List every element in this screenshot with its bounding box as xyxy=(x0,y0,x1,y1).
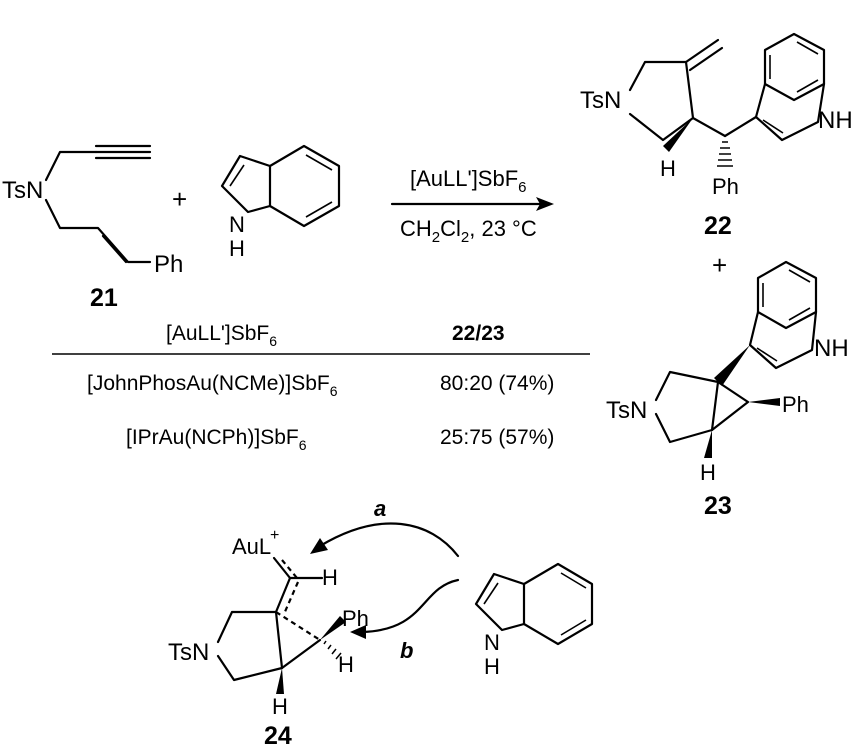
indole-pyrrole-double xyxy=(229,164,245,187)
wedge-h-22 xyxy=(663,118,693,152)
atom-h-24a: H xyxy=(322,565,338,590)
atom-nh-22: NH xyxy=(818,107,853,134)
indole-22-arom-1 xyxy=(796,41,819,55)
indole-23-pyrrole xyxy=(748,310,818,370)
bond-au-c xyxy=(272,556,292,580)
pyrrolidine-ring-23 xyxy=(654,370,720,444)
atom-n-indole: N xyxy=(229,212,245,237)
indole-mech-pyrrole-double xyxy=(483,582,499,605)
atom-h-24c: H xyxy=(272,694,288,719)
atom-tsn-21: TsN xyxy=(2,177,43,204)
exo-methylene-b xyxy=(688,46,724,72)
indole-mech-arom-2 xyxy=(560,619,587,636)
compound-23: NH TsN Ph H 23 xyxy=(606,260,849,520)
atom-h-24b: H xyxy=(338,652,354,677)
bond-au-c-partial xyxy=(281,559,298,579)
indole-mech-benzene xyxy=(522,562,594,646)
bond-22-indole xyxy=(723,115,758,138)
indole-mech-arom-1 xyxy=(560,572,587,589)
cyclopropane-partial-24 xyxy=(275,611,321,641)
path-label-a: a xyxy=(374,496,386,521)
bond-21-alkene-double xyxy=(101,234,128,264)
pyrrolidine-ring-22 xyxy=(628,60,695,142)
charge-plus-24: + xyxy=(270,527,279,544)
atom-h-mech: H xyxy=(484,654,500,679)
label-21: 21 xyxy=(90,284,118,312)
wedge-h-24 xyxy=(276,668,284,694)
atom-aul-24: AuL xyxy=(232,534,271,559)
table-header-ratio: 22/23 xyxy=(452,322,505,345)
plus-sign-1: + xyxy=(172,184,187,214)
hash-bond-ph-22 xyxy=(717,141,733,167)
bond-22-ch xyxy=(691,116,727,138)
hash-bond-h-24 xyxy=(323,640,342,660)
bond-21-propargyl xyxy=(44,150,98,182)
atom-ph-21: Ph xyxy=(154,251,183,278)
intermediate-24: AuL + H TsN Ph H H 24 xyxy=(168,527,369,749)
table-row-1-catalyst: [JohnPhosAu(NCMe)]SbF6 xyxy=(87,372,338,399)
indole-23-arom-1 xyxy=(788,269,811,283)
arrow-head xyxy=(536,197,554,211)
atom-nh-23: NH xyxy=(814,335,849,362)
mechanism-arrows: a b xyxy=(310,496,460,663)
bond-carbene-c xyxy=(274,576,292,614)
table-row-2-ratio: 25:75 (57%) xyxy=(440,426,554,449)
wedge-h-23 xyxy=(704,430,712,458)
reagent-catalyst: [AuLL']SbF6 xyxy=(410,166,527,196)
arrow-path-a xyxy=(318,522,460,558)
indole-benzene-ring xyxy=(268,144,341,228)
indole-22-arom-2 xyxy=(796,79,819,93)
indole-reactant: N H xyxy=(220,144,341,261)
plus-sign-2: + xyxy=(712,250,727,280)
compound-22: TsN H Ph NH 22 xyxy=(580,32,853,240)
arrow-head-b xyxy=(350,625,366,639)
indole-23-pyrrole-double xyxy=(756,347,778,362)
table-row-1-ratio: 80:20 (74%) xyxy=(440,372,554,395)
reaction-arrow: [AuLL']SbF6 CH2Cl2, 23 °C xyxy=(390,166,554,246)
atom-ph-22: Ph xyxy=(712,174,739,199)
indole-mech-pyrrole xyxy=(474,572,526,632)
wedge-ch2-23 xyxy=(714,345,750,386)
atom-h-22: H xyxy=(660,156,676,181)
label-23: 23 xyxy=(704,492,732,520)
atom-tsn-24: TsN xyxy=(168,639,209,666)
table-header-catalyst: [AuLL']SbF6 xyxy=(166,322,277,349)
label-22: 22 xyxy=(704,212,732,240)
arrow-path-b xyxy=(360,578,460,634)
table-row-2-catalyst: [IPrAu(NCPh)]SbF6 xyxy=(126,426,307,453)
atom-tsn-23: TsN xyxy=(606,397,647,424)
indole-22-benzene xyxy=(763,32,826,102)
wedge-ph-23 xyxy=(748,398,780,406)
bond-21-allyl xyxy=(44,198,152,264)
reagent-solvent: CH2Cl2, 23 °C xyxy=(400,216,537,246)
indole-pyrrole-ring xyxy=(220,154,272,214)
results-table: [AuLL']SbF6 22/23 [JohnPhosAu(NCMe)]SbF6… xyxy=(52,322,590,453)
indole-22-pyrrole xyxy=(754,82,826,142)
indole-aromatic-2 xyxy=(305,201,333,218)
indole-23-arom-2 xyxy=(788,307,811,321)
path-label-b: b xyxy=(400,638,413,663)
cyclopropane-bond-24 xyxy=(280,638,322,670)
indole-23-benzene xyxy=(756,260,818,330)
arrow-head-a xyxy=(310,538,328,554)
indole-mechanism: N H xyxy=(474,562,594,679)
label-24: 24 xyxy=(264,722,292,749)
wedge-ph-24 xyxy=(320,616,346,640)
compound-21: TsN Ph 21 xyxy=(2,144,183,312)
atom-tsn-22: TsN xyxy=(580,87,621,114)
atom-h-indole: H xyxy=(229,236,245,261)
exo-methylene-a xyxy=(684,38,720,64)
bond-carbene-c-partial xyxy=(282,581,300,615)
indole-22-pyrrole-double xyxy=(762,119,784,134)
atom-h-23: H xyxy=(700,460,716,485)
indole-aromatic-1 xyxy=(305,154,333,171)
atom-n-mech: N xyxy=(484,630,500,655)
atom-ph-23: Ph xyxy=(782,392,809,417)
pyrrolidine-ring-24 xyxy=(216,610,284,682)
